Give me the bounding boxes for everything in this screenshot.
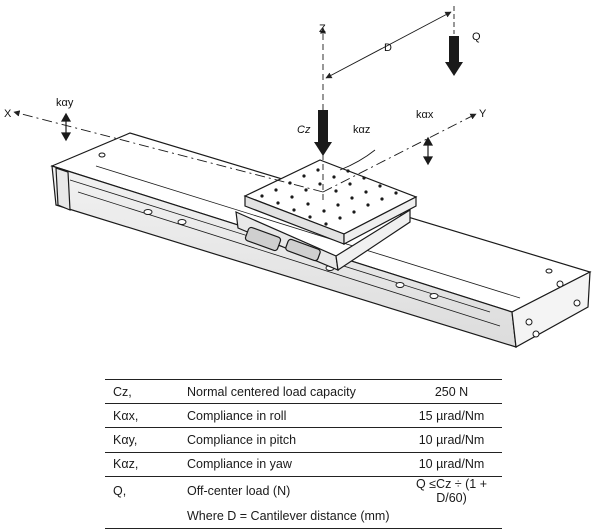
table-row: Q, Off-center load (N) Q ≤Cz ÷ (1 + D/60… bbox=[105, 476, 502, 505]
row-symbol: Kαz, bbox=[113, 457, 139, 472]
row-description: Normal centered load capacity bbox=[187, 384, 356, 399]
x-axis-label: X bbox=[4, 108, 12, 120]
off-center-load-arrow bbox=[445, 36, 463, 76]
row-symbol: Kαx, bbox=[113, 408, 139, 423]
table-row: Kαy, Compliance in pitch 10 µrad/Nm bbox=[105, 428, 502, 453]
z-axis-label: Z bbox=[319, 23, 326, 35]
distance-label: D bbox=[384, 42, 392, 54]
stage-diagram: Z X Y D Q Cz kαy kαz kαx bbox=[4, 6, 592, 348]
row-value: 10 µrad/Nm bbox=[418, 432, 485, 447]
table-row: Kαz, Compliance in yaw 10 µrad/Nm bbox=[105, 452, 502, 477]
center-load-arrow bbox=[314, 110, 332, 156]
row-description: Off-center load (N) bbox=[187, 483, 291, 498]
center-load-label: Cz bbox=[297, 124, 311, 136]
row-value: 10 µrad/Nm bbox=[418, 457, 485, 472]
row-symbol: Cz, bbox=[113, 384, 132, 399]
y-axis-label: Y bbox=[479, 108, 487, 120]
off-center-load-label: Q bbox=[472, 31, 481, 43]
row-description: Compliance in roll bbox=[187, 408, 287, 423]
table-note-row: Where D = Cantilever distance (mm) bbox=[105, 505, 502, 529]
carriage-platform bbox=[235, 159, 418, 272]
table-row: Cz, Normal centered load capacity 250 N bbox=[105, 379, 502, 404]
table-row: Kαx, Compliance in roll 15 µrad/Nm bbox=[105, 404, 502, 428]
compliance-pitch-label: kαy bbox=[56, 97, 74, 109]
row-description: Compliance in pitch bbox=[187, 432, 297, 447]
row-symbol: Q, bbox=[113, 483, 127, 498]
row-value: Q ≤Cz ÷ (1 + D/60) bbox=[415, 476, 488, 505]
compliance-yaw-label: kαz bbox=[353, 124, 370, 136]
row-description: Compliance in yaw bbox=[187, 457, 292, 472]
spec-table: Cz, Normal centered load capacity 250 N … bbox=[105, 379, 502, 529]
row-value: 15 µrad/Nm bbox=[418, 408, 485, 423]
table-note: Where D = Cantilever distance (mm) bbox=[187, 509, 390, 524]
row-value: 250 N bbox=[434, 384, 469, 399]
compliance-pitch-arrow bbox=[60, 112, 72, 142]
compliance-roll-arrow bbox=[422, 136, 434, 166]
compliance-roll-label: kαx bbox=[416, 109, 434, 121]
row-symbol: Kαy, bbox=[113, 432, 138, 447]
platform-holes bbox=[260, 168, 398, 226]
